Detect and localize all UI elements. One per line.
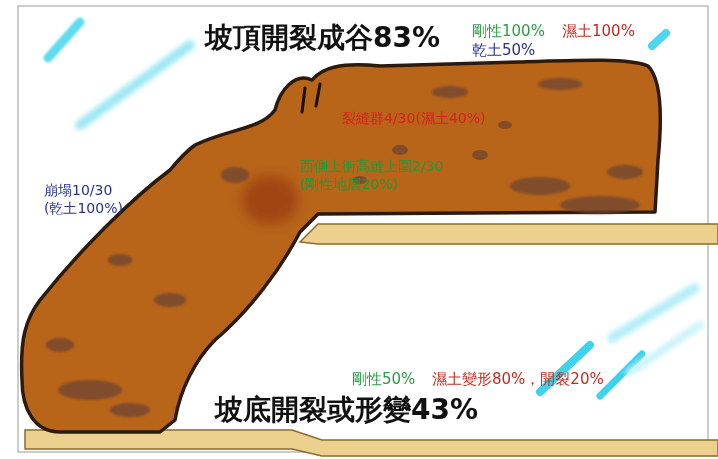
percent-note: 剛性50% (352, 370, 415, 389)
crack-lines (302, 84, 320, 112)
slope-body (22, 60, 661, 432)
crack-note: 裂縫群4/30(濕土40%) (342, 110, 485, 128)
percent-note: 剛性100% (472, 22, 545, 41)
soil-mottling (46, 78, 643, 417)
headline-note: 坡頂開裂成谷83% (205, 20, 440, 55)
rock-band (300, 224, 718, 244)
percent-note: 乾土50% (472, 41, 535, 60)
thrust-note: 西側上衝高縫上圍2/30 (剛性地層20%) (300, 158, 458, 193)
headline-note: 坡底開裂或形變43% (215, 392, 478, 427)
collapse-note: 崩塌10/30 (乾土100%) (44, 182, 126, 217)
rock-band (25, 430, 718, 456)
percent-note: 濕土變形80%，開裂20% (432, 370, 604, 389)
percent-note: 濕土100% (562, 22, 635, 41)
